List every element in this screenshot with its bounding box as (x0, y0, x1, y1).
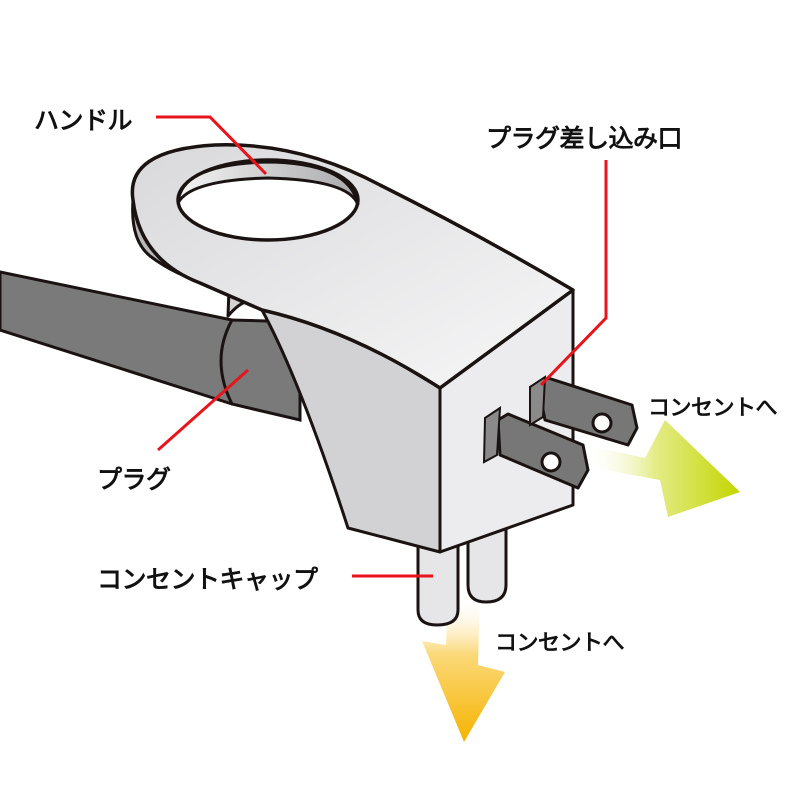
label-outlet-cap: コンセントキャップ (97, 565, 318, 594)
label-plug-socket: プラグ差し込み口 (486, 124, 683, 153)
label-to-outlet-down: コンセントへ (495, 631, 625, 656)
label-to-outlet-right: コンセントへ (648, 396, 778, 421)
label-handle: ハンドル (34, 106, 133, 135)
leader-line-plug-socket (539, 160, 608, 387)
leader-line-plug (157, 368, 249, 452)
leader-line-handle (156, 115, 268, 176)
arrow-right-icon (585, 420, 740, 517)
leader-lines (156, 115, 608, 578)
arrow-down-icon (422, 595, 505, 742)
label-plug: プラグ (97, 465, 171, 494)
